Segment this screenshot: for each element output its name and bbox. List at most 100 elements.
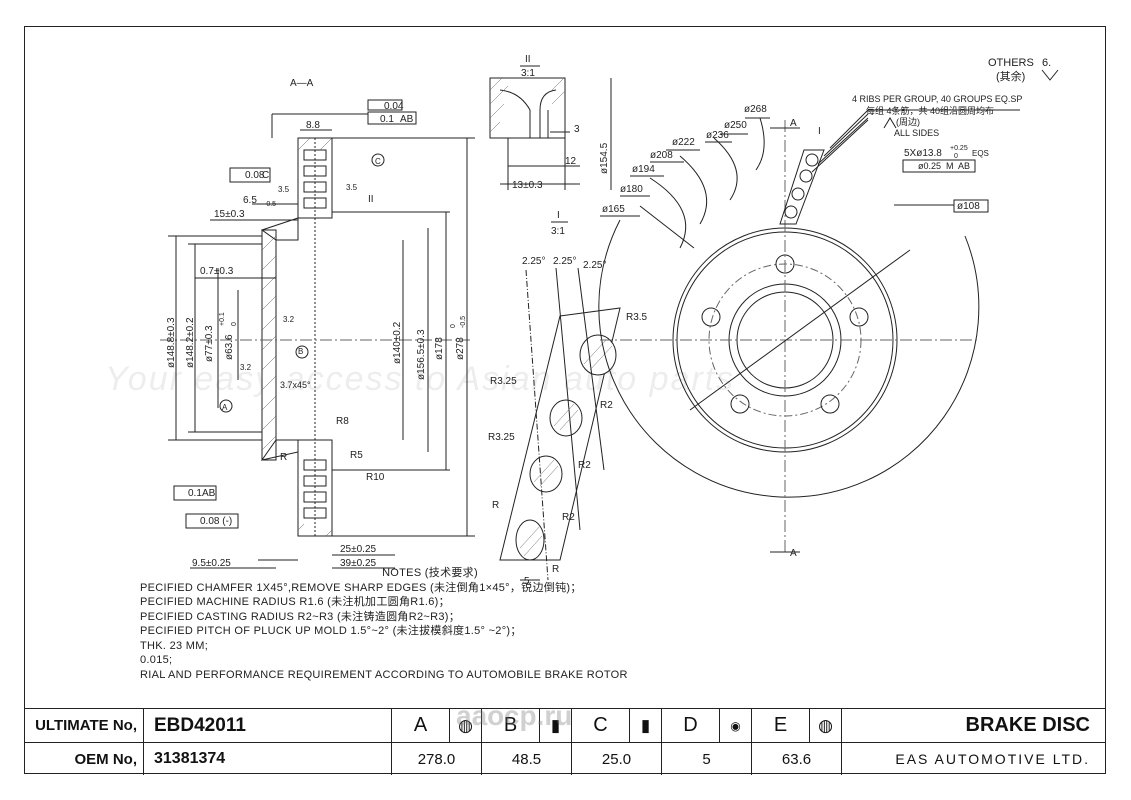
notes-title: NOTES (技术要求) <box>382 567 478 579</box>
detail-dim-154: ø154.5 <box>599 142 610 174</box>
detail-r35: R3.5 <box>626 312 648 323</box>
radius-r10: R10 <box>366 472 385 483</box>
watermark-text: Your easy access to Asian auto parts <box>105 360 736 398</box>
rough-32a: 3.2 <box>283 315 295 324</box>
detail-r325b: R3.25 <box>488 432 515 443</box>
oem-label: OEM No, <box>24 742 144 775</box>
dim-636: ø63.6 <box>224 334 235 360</box>
dim-194: ø194 <box>632 164 655 175</box>
disc-icon: ◍ <box>450 709 482 742</box>
dim-108: ø108 <box>957 201 980 212</box>
dim-278: ø278 <box>455 337 466 360</box>
dim-268: ø268 <box>744 104 767 115</box>
dim-1482: ø148.2±0.2 <box>185 317 196 368</box>
dim-95: 9.5±0.25 <box>192 558 231 569</box>
detail-i-mark: I <box>818 126 821 137</box>
pos-tol: ø0.25 <box>918 161 941 171</box>
detail1-scale: 3:1 <box>551 226 565 237</box>
runout-value: 0.1 <box>380 114 394 125</box>
dim-278-tol: 0 <box>450 324 457 328</box>
dim-140: ø140±0.2 <box>392 321 403 364</box>
col-e-letter: E <box>752 709 810 742</box>
bolt-tol2: 0 <box>954 153 958 160</box>
dim-636-tol: +0.1 <box>219 312 226 326</box>
detail-dim-12: 12 <box>565 156 577 167</box>
rough-35a: 3.5 <box>278 185 290 194</box>
all-sides: ALL SIDES <box>894 128 939 138</box>
dim-222: ø222 <box>672 137 695 148</box>
detail2-scale: 3:1 <box>521 68 535 79</box>
cut-a-top: A <box>790 118 797 129</box>
detail-r2c: R2 <box>562 512 575 523</box>
detail-dim-13: 13±0.3 <box>512 180 543 191</box>
dim-07: 0.7±0.3 <box>200 266 234 277</box>
section-label: A—A <box>290 78 314 89</box>
angle-3: 2.25° <box>583 260 606 271</box>
dim-65: 6.5 <box>243 195 257 206</box>
col-b-value: 48.5 <box>482 742 572 775</box>
detail-dim-5: 5 <box>524 576 530 587</box>
note-line: PECIFIED PITCH OF PLUCK UP MOLD 1.5°~2° … <box>140 625 522 637</box>
title-block: ULTIMATE No, EBD42011 A ◍ B ▮ C ▮ D ◉ E … <box>24 708 1106 775</box>
flat2-value: 0.08 (-) <box>200 516 232 527</box>
note-line: 0.015; <box>140 654 173 666</box>
parallel-value: 0.08 <box>245 170 265 181</box>
angle-2: 2.25° <box>553 256 576 267</box>
thickness-icon: ▮ <box>630 709 662 742</box>
others-cn: (其余) <box>996 69 1025 83</box>
detail-dim-3: 3 <box>574 124 580 135</box>
dim-250: ø250 <box>724 120 747 131</box>
pos-ab: AB <box>958 161 970 171</box>
bolt-tol: +0.25 <box>950 145 968 152</box>
others-value: 6. <box>1042 57 1051 69</box>
rough-35b: 3.5 <box>346 183 358 192</box>
dim-165: ø165 <box>602 204 625 215</box>
dim-39: 39±0.25 <box>340 558 377 569</box>
datum-b: B <box>298 347 303 356</box>
dim-278-tol2: -0.5 <box>460 316 467 328</box>
bolt-eqs: EQS <box>972 149 989 158</box>
ultimate-label: ULTIMATE No, <box>24 709 144 742</box>
bolt-spec: 5Xø13.8 <box>904 148 942 159</box>
datum-a: A <box>222 403 228 412</box>
col-a-letter: A <box>392 709 450 742</box>
note-line: PECIFIED CHAMFER 1X45°,REMOVE SHARP EDGE… <box>140 581 582 594</box>
detail2-label: II <box>525 54 531 65</box>
runout-ab: AB <box>400 114 414 125</box>
cut-a-bottom: A <box>790 548 797 559</box>
col-c-letter: C <box>572 709 630 742</box>
datum-c: C <box>375 157 381 166</box>
company-name: EAS AUTOMOTIVE LTD. <box>842 742 1106 775</box>
col-e-value: 63.6 <box>752 742 842 775</box>
dim-77: ø77±0.3 <box>204 325 215 362</box>
oem-value: 31381374 <box>144 742 392 775</box>
rough-32b: 3.2 <box>240 363 252 372</box>
center-bore-icon: ◍ <box>810 709 842 742</box>
dim-180: ø180 <box>620 184 643 195</box>
angle-1: 2.25° <box>522 256 545 267</box>
detail1-label: I <box>557 210 560 221</box>
parallel-ref: C <box>262 170 269 181</box>
ribs-en: 4 RIBS PER GROUP, 40 GROUPS EQ.SP <box>852 94 1022 104</box>
pos-m: M <box>946 161 954 171</box>
dim-65-tol: -0.5 <box>264 201 276 208</box>
notes-section: NOTES (技术要求) PECIFIED CHAMFER 1X45°,REMO… <box>140 566 660 682</box>
chamfer-37: 3.7x45° <box>280 380 311 390</box>
others-label: OTHERS <box>988 57 1034 69</box>
runout2-value: 0.1 <box>188 488 202 499</box>
ribs-cn: 每组 4条筋，共 40组沿圆周均布 <box>866 105 994 116</box>
detail-r-a: R <box>492 500 499 511</box>
detail-r2b: R2 <box>578 460 591 471</box>
width-88: 8.8 <box>306 120 320 131</box>
dim-25: 25±0.25 <box>340 544 377 555</box>
note-line: PECIFIED CASTING RADIUS R2~R3 (未注铸造圆角R2~… <box>140 610 461 623</box>
dim-208: ø208 <box>650 150 673 161</box>
note-line: THK. 23 MM; <box>140 639 209 652</box>
bolt-holes-icon: ◉ <box>720 709 752 742</box>
product-name: BRAKE DISC <box>965 714 1090 736</box>
radius-r5: R5 <box>350 450 363 461</box>
detail-r2a: R2 <box>600 400 613 411</box>
dim-1488: ø148.8±0.3 <box>166 317 177 368</box>
ultimate-value: EBD42011 <box>144 709 392 742</box>
